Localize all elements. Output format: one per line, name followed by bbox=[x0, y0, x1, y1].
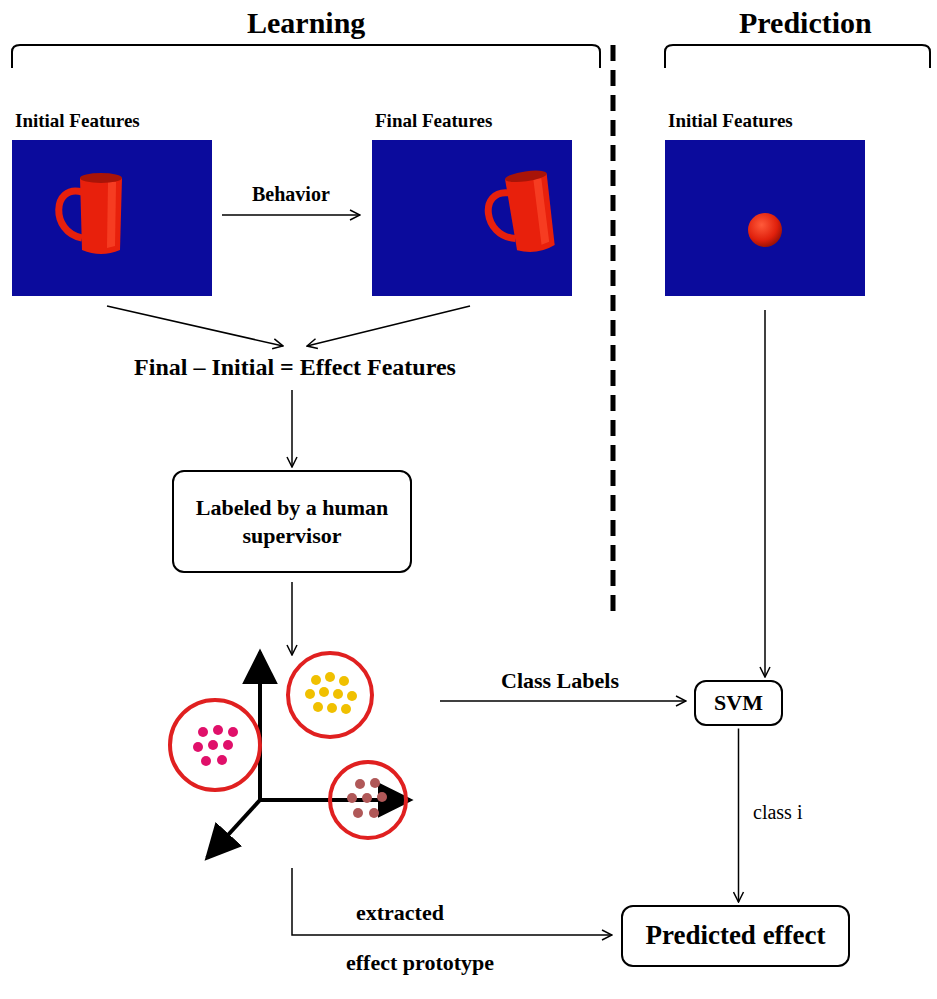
arrow-label: Class Labels bbox=[501, 668, 619, 694]
bracket bbox=[12, 45, 600, 68]
arrow bbox=[292, 868, 612, 935]
edge-label: Behavior bbox=[252, 183, 330, 206]
section-heading: Learning bbox=[247, 6, 365, 40]
image-heading: Initial Features bbox=[668, 110, 793, 132]
connector-arrow bbox=[222, 214, 360, 216]
connector-arrow bbox=[764, 310, 766, 677]
connector-arrow bbox=[107, 306, 283, 346]
separator-line bbox=[611, 45, 616, 612]
effect-formula: Final – Initial = Effect Features bbox=[130, 350, 460, 384]
feature-axes bbox=[207, 652, 410, 858]
arrow bbox=[440, 700, 686, 702]
bracket bbox=[665, 45, 930, 68]
camera-image bbox=[12, 140, 212, 296]
image-panel: Initial Features bbox=[665, 140, 865, 296]
arrow-label: extracted bbox=[356, 900, 444, 926]
image-panel: Initial Features bbox=[12, 140, 212, 296]
node-text: Final – Initial = Effect Features bbox=[134, 352, 456, 382]
connector-arrow bbox=[307, 306, 470, 346]
node-text: SVM bbox=[714, 689, 763, 717]
ball-object bbox=[748, 213, 782, 247]
effect-cluster bbox=[288, 653, 372, 737]
arrow bbox=[291, 582, 293, 655]
process-box: Labeled by a human supervisor bbox=[172, 470, 412, 573]
edge-label: class i bbox=[753, 801, 802, 824]
arrow-label: effect prototype bbox=[346, 950, 494, 976]
image-panel: Final Features bbox=[372, 140, 572, 296]
output-box: Predicted effect bbox=[621, 905, 850, 967]
section-heading: Prediction bbox=[739, 6, 872, 40]
classifier-box: SVM bbox=[694, 680, 783, 726]
connector-arrow bbox=[738, 729, 740, 903]
mug-object bbox=[483, 168, 557, 257]
mug-object bbox=[59, 173, 122, 254]
effect-cluster bbox=[170, 700, 260, 790]
camera-image bbox=[665, 140, 865, 296]
image-heading: Initial Features bbox=[15, 110, 140, 132]
node-text: Labeled by a human supervisor bbox=[188, 494, 396, 549]
image-heading: Final Features bbox=[375, 110, 492, 132]
node-text: Predicted effect bbox=[645, 919, 826, 953]
effect-cluster bbox=[330, 762, 406, 838]
connector-arrow bbox=[291, 390, 293, 467]
camera-image bbox=[372, 140, 572, 296]
